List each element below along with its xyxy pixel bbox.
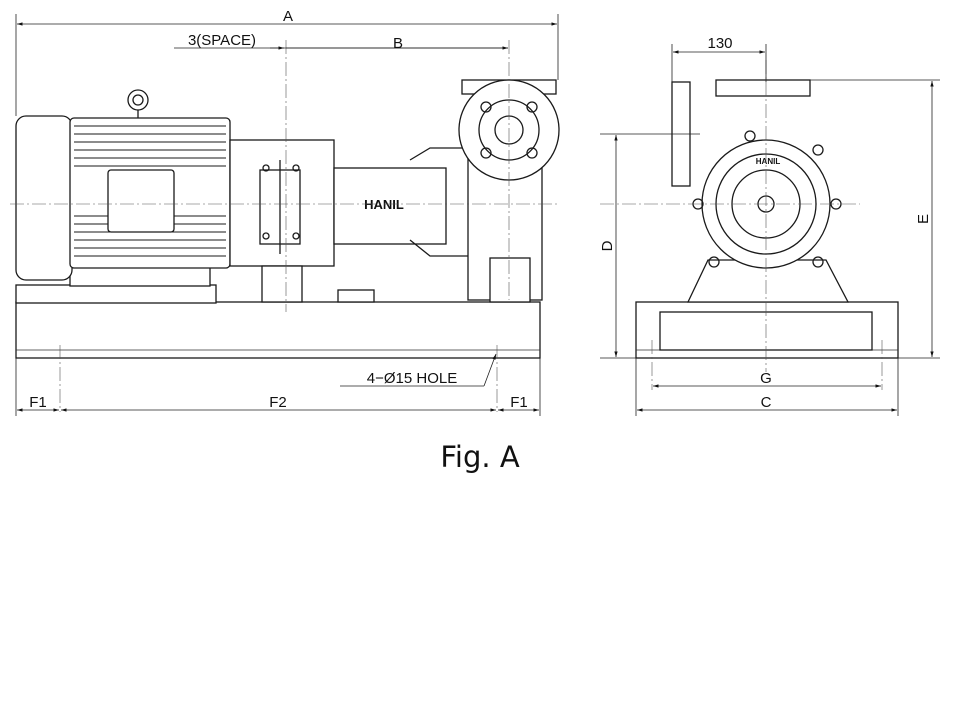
brand-label: HANIL: [364, 197, 404, 212]
dim-130-label: 130: [707, 35, 732, 52]
dimension-g: G: [653, 370, 881, 388]
dim-f1-right-label: F1: [510, 394, 528, 411]
dim-e-label: E: [915, 214, 932, 224]
side-casing: HANIL: [671, 79, 850, 303]
bearing-frame: HANIL: [333, 147, 470, 303]
hole-callout-label: 4−Ø15 HOLE: [367, 370, 457, 387]
side-brand-label: HANIL: [756, 157, 781, 166]
dim-space-label: 3(SPACE): [188, 32, 256, 49]
motor: [15, 89, 231, 304]
dim-g-label: G: [760, 370, 772, 387]
front-view: HANIL A: [10, 8, 560, 416]
terminal-box: [107, 169, 175, 233]
dimension-d: D: [599, 133, 700, 359]
coupling: [229, 139, 335, 303]
figure-caption: Fig. A: [440, 440, 519, 474]
dimension-130: 130: [671, 35, 767, 84]
dimension-space-and-b: 3(SPACE) B: [174, 32, 508, 52]
dim-c-label: C: [761, 394, 772, 411]
side-base: [635, 301, 899, 390]
dim-a-label: A: [283, 8, 293, 25]
hole-callout: 4−Ø15 HOLE: [340, 353, 497, 387]
dimension-a: A: [15, 8, 559, 116]
dim-d-label: D: [599, 240, 616, 251]
dim-b-label: B: [393, 35, 403, 52]
dimension-c: C: [635, 358, 899, 416]
dim-f1-left-label: F1: [29, 394, 47, 411]
dim-f2-label: F2: [269, 394, 287, 411]
dimension-e: E: [810, 79, 940, 359]
side-view: HANIL 130 D E G: [599, 35, 940, 416]
base-plate: [15, 301, 541, 412]
lifting-eye: [127, 89, 149, 111]
dimension-hole-pitch: F1 F2 F1: [15, 358, 541, 416]
